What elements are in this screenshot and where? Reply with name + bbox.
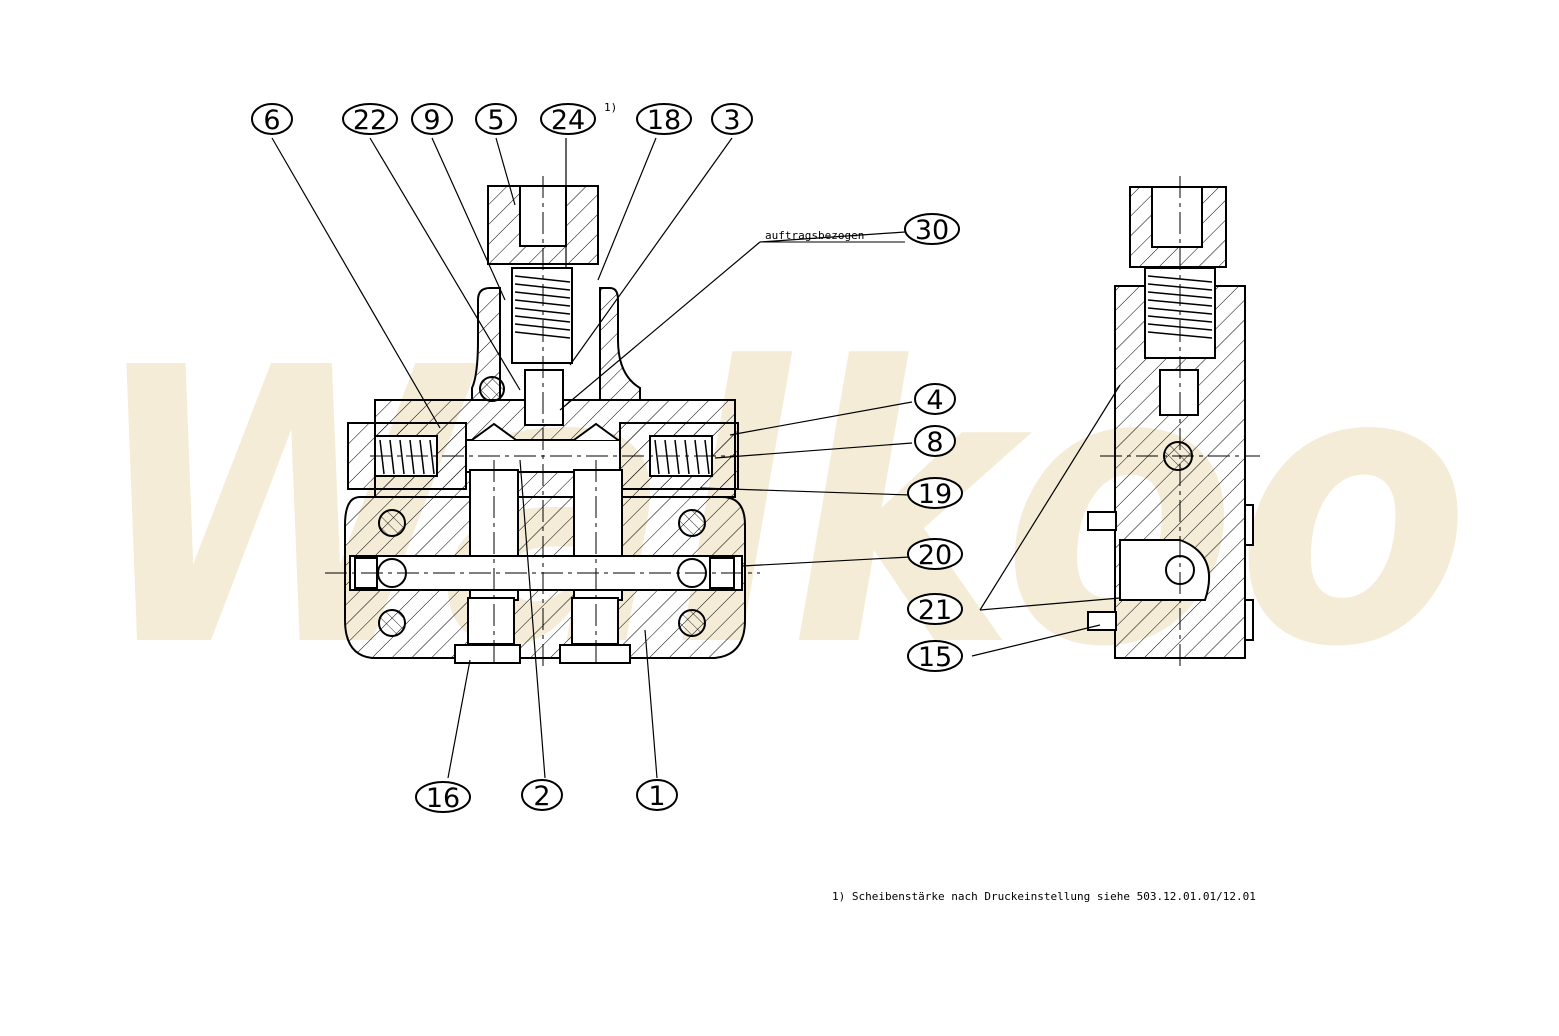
side-centerlines [1100,176,1260,670]
front-centerlines [325,176,760,670]
order-related-note: auftragsbezogen [765,229,864,242]
balloon-1: 1 [636,779,678,812]
balloon-9: 9 [411,103,453,136]
spring-chamber [511,267,573,364]
footnote-mark: 1) [604,101,617,114]
balloon-outline [521,779,563,811]
balloon-outline [907,640,963,672]
balloon-label: 18 [647,105,681,136]
watermark-text: Walkoo [90,287,1470,730]
balloon-label: 24 [551,105,585,136]
bottom-screw-left [454,644,521,664]
balloon-16: 16 [415,781,471,814]
balloon-outline [711,103,753,135]
balloon-outline [907,593,963,625]
balloon-label: 15 [918,642,952,673]
balloon-18: 18 [636,103,692,136]
balloon-15: 15 [907,640,963,673]
balloon-label: 16 [426,783,460,814]
balloon-label: 5 [487,105,504,136]
balloon-outline [907,477,963,509]
leader-lines [271,137,1121,779]
footnote-text: 1) Scheibenstärke nach Druckeinstellung … [832,890,1256,903]
balloon-label: 4 [926,385,943,416]
balloon-8: 8 [914,425,956,458]
balloon-outline [415,781,471,813]
balloon-label: 8 [926,427,943,458]
balloon-6: 6 [251,103,293,136]
balloon-2: 2 [521,779,563,812]
bottom-screw-right [559,644,631,664]
balloon-30: 30 [904,213,960,246]
balloon-3: 3 [711,103,753,136]
balloon-label: 9 [423,105,440,136]
balloon-outline [914,425,956,457]
balloon-24: 24 [540,103,596,136]
balloon-5: 5 [475,103,517,136]
front-section-view [344,185,746,664]
balloon-19: 19 [907,477,963,510]
balloon-outline [904,213,960,245]
balloon-label: 22 [353,105,387,136]
balloon-outline [540,103,596,135]
balloon-22: 22 [342,103,398,136]
balloon-outline [636,779,678,811]
balloon-label: 21 [918,595,952,626]
balloon-outline [636,103,692,135]
balloon-label: 6 [263,105,280,136]
balloon-outline [411,103,453,135]
balloon-label: 1 [648,781,665,812]
balloon-outline [475,103,517,135]
balloon-outline [342,103,398,135]
balloon-outline [251,103,293,135]
balloon-label: 30 [915,215,949,246]
balloon-20: 20 [907,538,963,571]
balloon-outline [914,383,956,415]
balloon-21: 21 [907,593,963,626]
balloon-label: 20 [918,540,952,571]
balloon-label: 2 [533,781,550,812]
balloon-4: 4 [914,383,956,416]
balloon-label: 19 [918,479,952,510]
balloon-outline [907,538,963,570]
balloon-label: 3 [723,105,740,136]
